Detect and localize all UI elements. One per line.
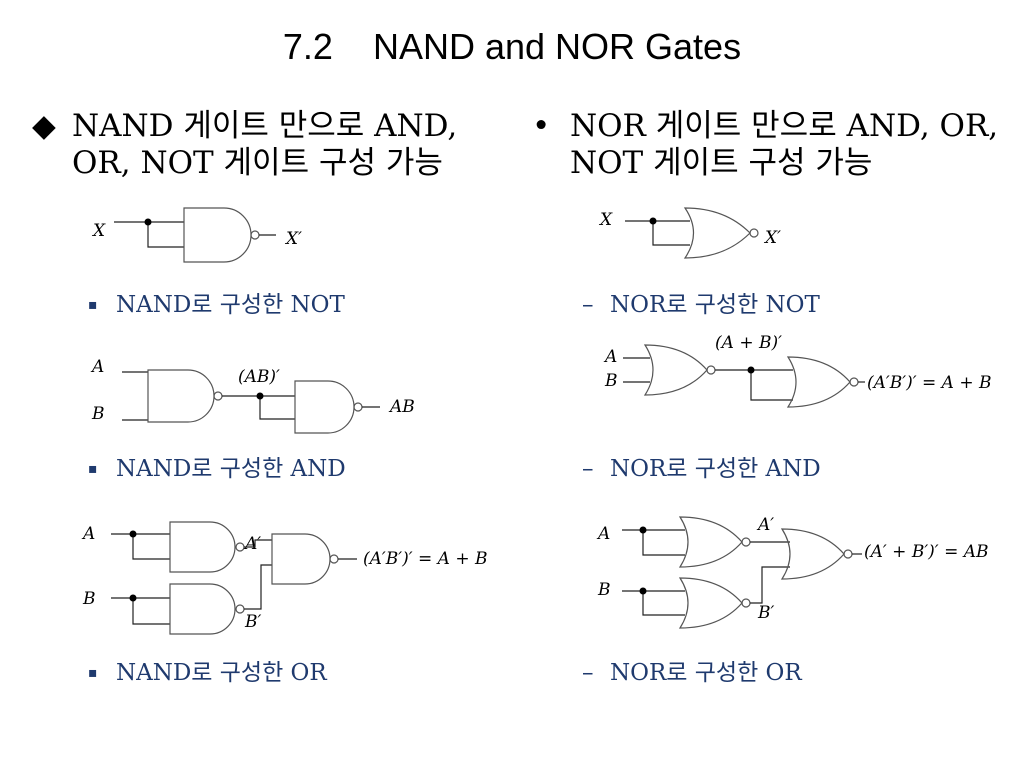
caption-text: NOR로 구성한 OR	[610, 660, 802, 686]
dash-bullet-icon: –	[582, 456, 594, 482]
nor-not-input-label: X	[598, 210, 613, 230]
nand-or-input-a-label: A	[81, 524, 95, 544]
nand-gate	[147, 369, 215, 423]
nor-gate	[780, 528, 845, 580]
junction-dot	[144, 218, 152, 226]
nand-and-diagram: A B (AB)′ AB	[90, 357, 415, 434]
junction-dot	[256, 392, 264, 400]
dot-bullet-icon: •	[532, 108, 551, 144]
nor-and-input-b-label: B	[604, 371, 618, 391]
nand-or-wires-a	[111, 533, 170, 560]
inverter-bubble	[235, 604, 245, 614]
nand-not-diagram: X X′	[91, 207, 302, 263]
nor-or-caption: –NOR로 구성한 OR	[582, 653, 802, 687]
caption-text: NAND로 구성한 OR	[116, 660, 327, 686]
square-bullet-icon: ▪	[88, 297, 98, 313]
caption-text: NAND로 구성한 NOT	[116, 292, 345, 318]
nand-or-input-b-label: B	[82, 589, 96, 609]
inverter-bubble	[741, 537, 751, 547]
nor-or-b-inv-label: B′	[757, 603, 774, 623]
slide-title: 7.2 NAND and NOR Gates	[282, 26, 742, 67]
inverter-bubble	[849, 377, 859, 387]
nor-not-wires	[625, 220, 690, 246]
nand-not-wires	[114, 221, 184, 248]
inverter-bubble	[329, 554, 339, 564]
nor-or-input-b-label: B	[597, 580, 611, 600]
junction-dot	[129, 594, 137, 602]
nand-gate	[169, 583, 236, 635]
nand-or-b-inv-label: B′	[244, 612, 261, 632]
nor-or-output-label: (A′ + B′)′ = AB	[864, 542, 989, 562]
junction-dot	[639, 526, 647, 534]
nor-gate	[643, 344, 708, 396]
nor-and-input-wires	[623, 357, 650, 383]
nand-and-input-a-label: A	[90, 357, 104, 377]
nand-and-output-label: AB	[388, 397, 415, 417]
nand-gate	[169, 521, 236, 573]
junction-dot	[747, 366, 755, 374]
junction-dot	[639, 587, 647, 595]
nor-and-input-a-label: A	[603, 347, 617, 367]
square-bullet-icon: ▪	[88, 665, 98, 681]
inverter-bubble	[706, 365, 716, 375]
caption-text: NAND로 구성한 AND	[116, 456, 346, 482]
nor-and-diagram: A B (A + B)′ (A′B′)′ = A + B	[603, 333, 992, 408]
square-bullet-icon: ▪	[88, 461, 98, 477]
nor-and-mid-wires	[715, 369, 793, 401]
caption-text: NOR로 구성한 AND	[610, 456, 821, 482]
inverter-bubble	[741, 598, 751, 608]
inverter-bubble	[250, 230, 260, 240]
nand-not-output-label: X′	[284, 229, 302, 249]
nand-not-caption: ▪ NAND로 구성한 NOT	[88, 285, 345, 319]
inverter-bubble	[235, 542, 245, 552]
nor-not-caption: –NOR로 구성한 NOT	[582, 285, 820, 319]
nor-gate	[683, 207, 751, 259]
nand-and-mid-label: (AB)′	[238, 367, 280, 387]
nor-gate	[678, 577, 743, 629]
nand-and-input-b-label: B	[91, 404, 105, 424]
nor-or-wires-b	[622, 590, 685, 616]
junction-dot	[129, 530, 137, 538]
nor-not-diagram: X X′	[598, 207, 781, 259]
nand-gate	[271, 533, 331, 585]
nand-or-output-label: (A′B′)′ = A + B	[363, 549, 488, 569]
dash-bullet-icon: –	[582, 660, 594, 686]
nor-gate	[786, 356, 851, 408]
inverter-bubble	[749, 228, 759, 238]
nand-and-caption: ▪ NAND로 구성한 AND	[88, 449, 346, 483]
nand-or-diagram: A A′ B B′ (A′B′)′ = A + B	[81, 521, 488, 635]
nor-gate	[678, 516, 743, 568]
nor-or-input-a-label: A	[596, 524, 610, 544]
nand-and-mid-wires	[222, 395, 295, 420]
nand-not-input-label: X	[91, 221, 106, 241]
nor-and-mid-label: (A + B)′	[715, 333, 782, 353]
nor-or-diagram: A A′ B B′ (A′ + B′)′ = AB	[596, 515, 989, 629]
nand-or-wires-b	[111, 597, 170, 625]
nor-heading: • NOR 게이트 만으로 AND, OR, NOT 게이트 구성 가능	[530, 108, 1020, 182]
diamond-bullet-icon: ◆	[32, 108, 56, 144]
inverter-bubble	[213, 391, 223, 401]
nand-or-mid-wires	[244, 539, 272, 610]
nor-or-mid-wires	[750, 541, 790, 604]
nor-or-a-inv-label: A′	[756, 515, 774, 535]
nand-or-caption: ▪ NAND로 구성한 OR	[88, 653, 327, 687]
nand-gate	[294, 380, 355, 434]
nor-or-wires-a	[622, 529, 685, 556]
nor-and-output-label: (A′B′)′ = A + B	[867, 373, 992, 393]
nand-heading: ◆ NAND 게이트 만으로 AND, OR, NOT 게이트 구성 가능	[32, 108, 512, 182]
caption-text: NOR로 구성한 NOT	[610, 292, 820, 318]
nor-and-caption: –NOR로 구성한 AND	[582, 449, 821, 483]
inverter-bubble	[843, 549, 853, 559]
nand-and-input-wires	[122, 371, 148, 421]
nand-heading-text: NAND 게이트 만으로 AND, OR, NOT 게이트 구성 가능	[72, 108, 458, 181]
nand-gate	[183, 207, 252, 263]
nor-heading-text: NOR 게이트 만으로 AND, OR, NOT 게이트 구성 가능	[570, 108, 999, 181]
dash-bullet-icon: –	[582, 292, 594, 318]
nand-or-a-inv-label: A′	[243, 534, 261, 554]
inverter-bubble	[353, 402, 363, 412]
nor-not-output-label: X′	[763, 228, 781, 248]
junction-dot	[649, 217, 657, 225]
